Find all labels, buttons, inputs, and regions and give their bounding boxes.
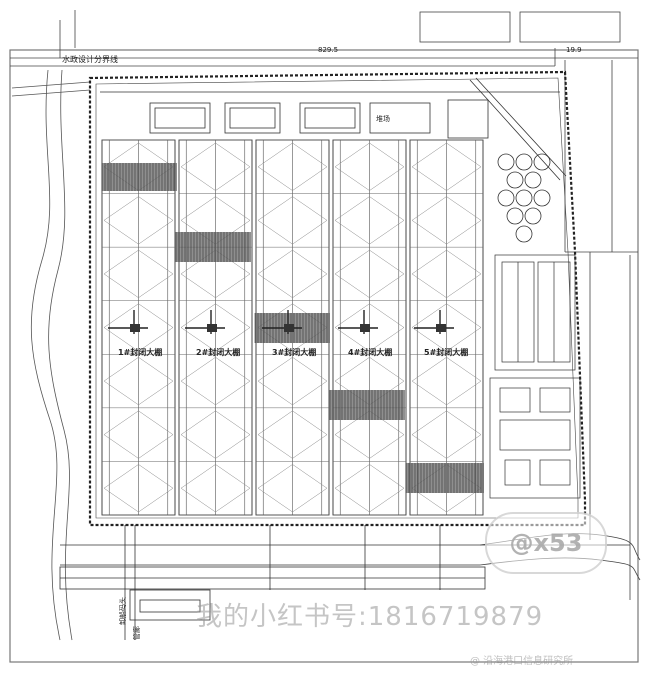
storage-shed-1 xyxy=(101,139,176,516)
storage-shed-2 xyxy=(178,139,253,516)
rail-loading-yard xyxy=(494,254,576,371)
shed-label-3: 3#封闭大棚 xyxy=(272,348,317,357)
silo-11 xyxy=(515,225,533,243)
top-road xyxy=(10,10,638,67)
left-embankment xyxy=(11,69,91,641)
stacker-reclaimer-4 xyxy=(338,310,378,334)
top-row-buildings xyxy=(149,99,489,139)
silo-10 xyxy=(524,207,542,225)
stacker-reclaimer-1 xyxy=(108,310,148,334)
conveyor-lines xyxy=(100,77,567,181)
stockpile-block-4 xyxy=(329,390,405,420)
stacker-reclaimer-2 xyxy=(185,310,225,334)
stockpile-block-1 xyxy=(101,163,177,191)
silo-2 xyxy=(515,153,533,171)
top-building-label-5: 堆场 xyxy=(376,115,390,123)
stockpile-block-5 xyxy=(405,463,484,493)
silo-6 xyxy=(497,189,515,207)
storage-shed-5 xyxy=(409,139,484,516)
silo-3 xyxy=(533,153,551,171)
silo-8 xyxy=(533,189,551,207)
shed-label-2: 2#封闭大棚 xyxy=(196,348,241,357)
silo-9 xyxy=(506,207,524,225)
shed-label-1: 1#封闭大棚 xyxy=(118,348,163,357)
storage-shed-grid xyxy=(101,139,484,516)
bottom-label-gallery: 管廊 xyxy=(133,626,141,640)
silo-5 xyxy=(524,171,542,189)
site-boundary xyxy=(88,70,587,527)
stacker-reclaimer-3 xyxy=(262,310,302,334)
office-complex xyxy=(489,377,581,499)
drawing-frame xyxy=(9,49,639,663)
shed-label-5: 5#封闭大棚 xyxy=(424,348,469,357)
stockpile-block-2 xyxy=(175,232,251,262)
stacker-reclaimer-5 xyxy=(414,310,454,334)
silo-1 xyxy=(497,153,515,171)
top-dimension: 829.5 xyxy=(318,46,339,54)
watermark-text: 我的小红书号:1816719879 xyxy=(196,602,544,632)
watermark-badge: @x53 xyxy=(485,512,607,574)
silo-4 xyxy=(506,171,524,189)
image-caption: @ 沿海港口信息研究所 xyxy=(470,656,574,667)
right-dimension: 19.9 xyxy=(566,46,582,54)
silo-7 xyxy=(515,189,533,207)
silo-cluster xyxy=(497,153,551,243)
boundary-label: 水政设计分界线 xyxy=(62,55,118,64)
bottom-label-quay: 卸船码头 xyxy=(119,597,127,625)
shed-label-4: 4#封闭大棚 xyxy=(348,348,393,357)
